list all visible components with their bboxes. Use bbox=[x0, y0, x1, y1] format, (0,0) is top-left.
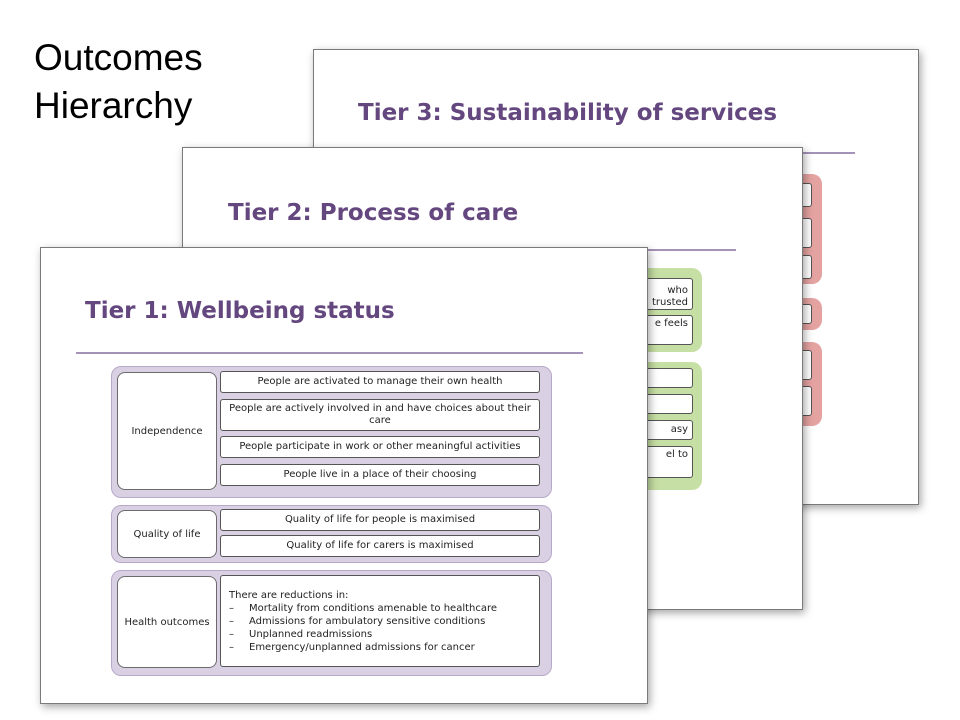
health-outcomes-list: Mortality from conditions amenable to he… bbox=[229, 602, 497, 654]
tier1-item: People are actively involved in and have… bbox=[220, 399, 540, 431]
tier2-fragment: el to bbox=[665, 449, 688, 460]
page-title: Outcomes Hierarchy bbox=[34, 34, 203, 130]
tier2-fragment: who bbox=[667, 285, 688, 296]
page-title-line-2: Hierarchy bbox=[34, 85, 193, 126]
tier3-title: Tier 3: Sustainability of services bbox=[358, 100, 778, 126]
tier2-fragment: trusted bbox=[651, 297, 688, 308]
tier1-item: People participate in work or other mean… bbox=[220, 436, 540, 458]
tier1-title-rule bbox=[76, 352, 583, 354]
tier1-item: People live in a place of their choosing bbox=[220, 464, 540, 486]
health-outcomes-bullet: Emergency/unplanned admissions for cance… bbox=[229, 641, 497, 654]
tier1-group-label: Independence bbox=[117, 372, 217, 490]
tier2-item bbox=[638, 394, 693, 414]
tier2-item bbox=[638, 368, 693, 388]
tier1-group-label: Quality of life bbox=[117, 510, 217, 558]
health-outcomes-bullet: Mortality from conditions amenable to he… bbox=[229, 602, 497, 615]
health-outcomes-bullet: Unplanned readmissions bbox=[229, 628, 497, 641]
tier1-group-label: Health outcomes bbox=[117, 576, 217, 668]
tier1-slide: Tier 1: Wellbeing status Independence Pe… bbox=[40, 247, 648, 704]
health-outcomes-bullet: Admissions for ambulatory sensitive cond… bbox=[229, 615, 497, 628]
tier1-item: Quality of life for people is maximised bbox=[220, 509, 540, 531]
health-outcomes-intro: There are reductions in: bbox=[229, 589, 349, 601]
tier2-title: Tier 2: Process of care bbox=[228, 200, 519, 226]
tier1-item: People are activated to manage their own… bbox=[220, 371, 540, 393]
tier1-title: Tier 1: Wellbeing status bbox=[85, 298, 395, 324]
tier1-health-outcomes-box: There are reductions in: Mortality from … bbox=[220, 575, 540, 667]
tier2-fragment: e feels bbox=[654, 318, 688, 329]
tier2-item: asy bbox=[638, 420, 693, 440]
page-title-line-1: Outcomes bbox=[34, 37, 203, 78]
tier1-item: Quality of life for carers is maximised bbox=[220, 535, 540, 557]
tier2-fragment: asy bbox=[670, 424, 688, 435]
